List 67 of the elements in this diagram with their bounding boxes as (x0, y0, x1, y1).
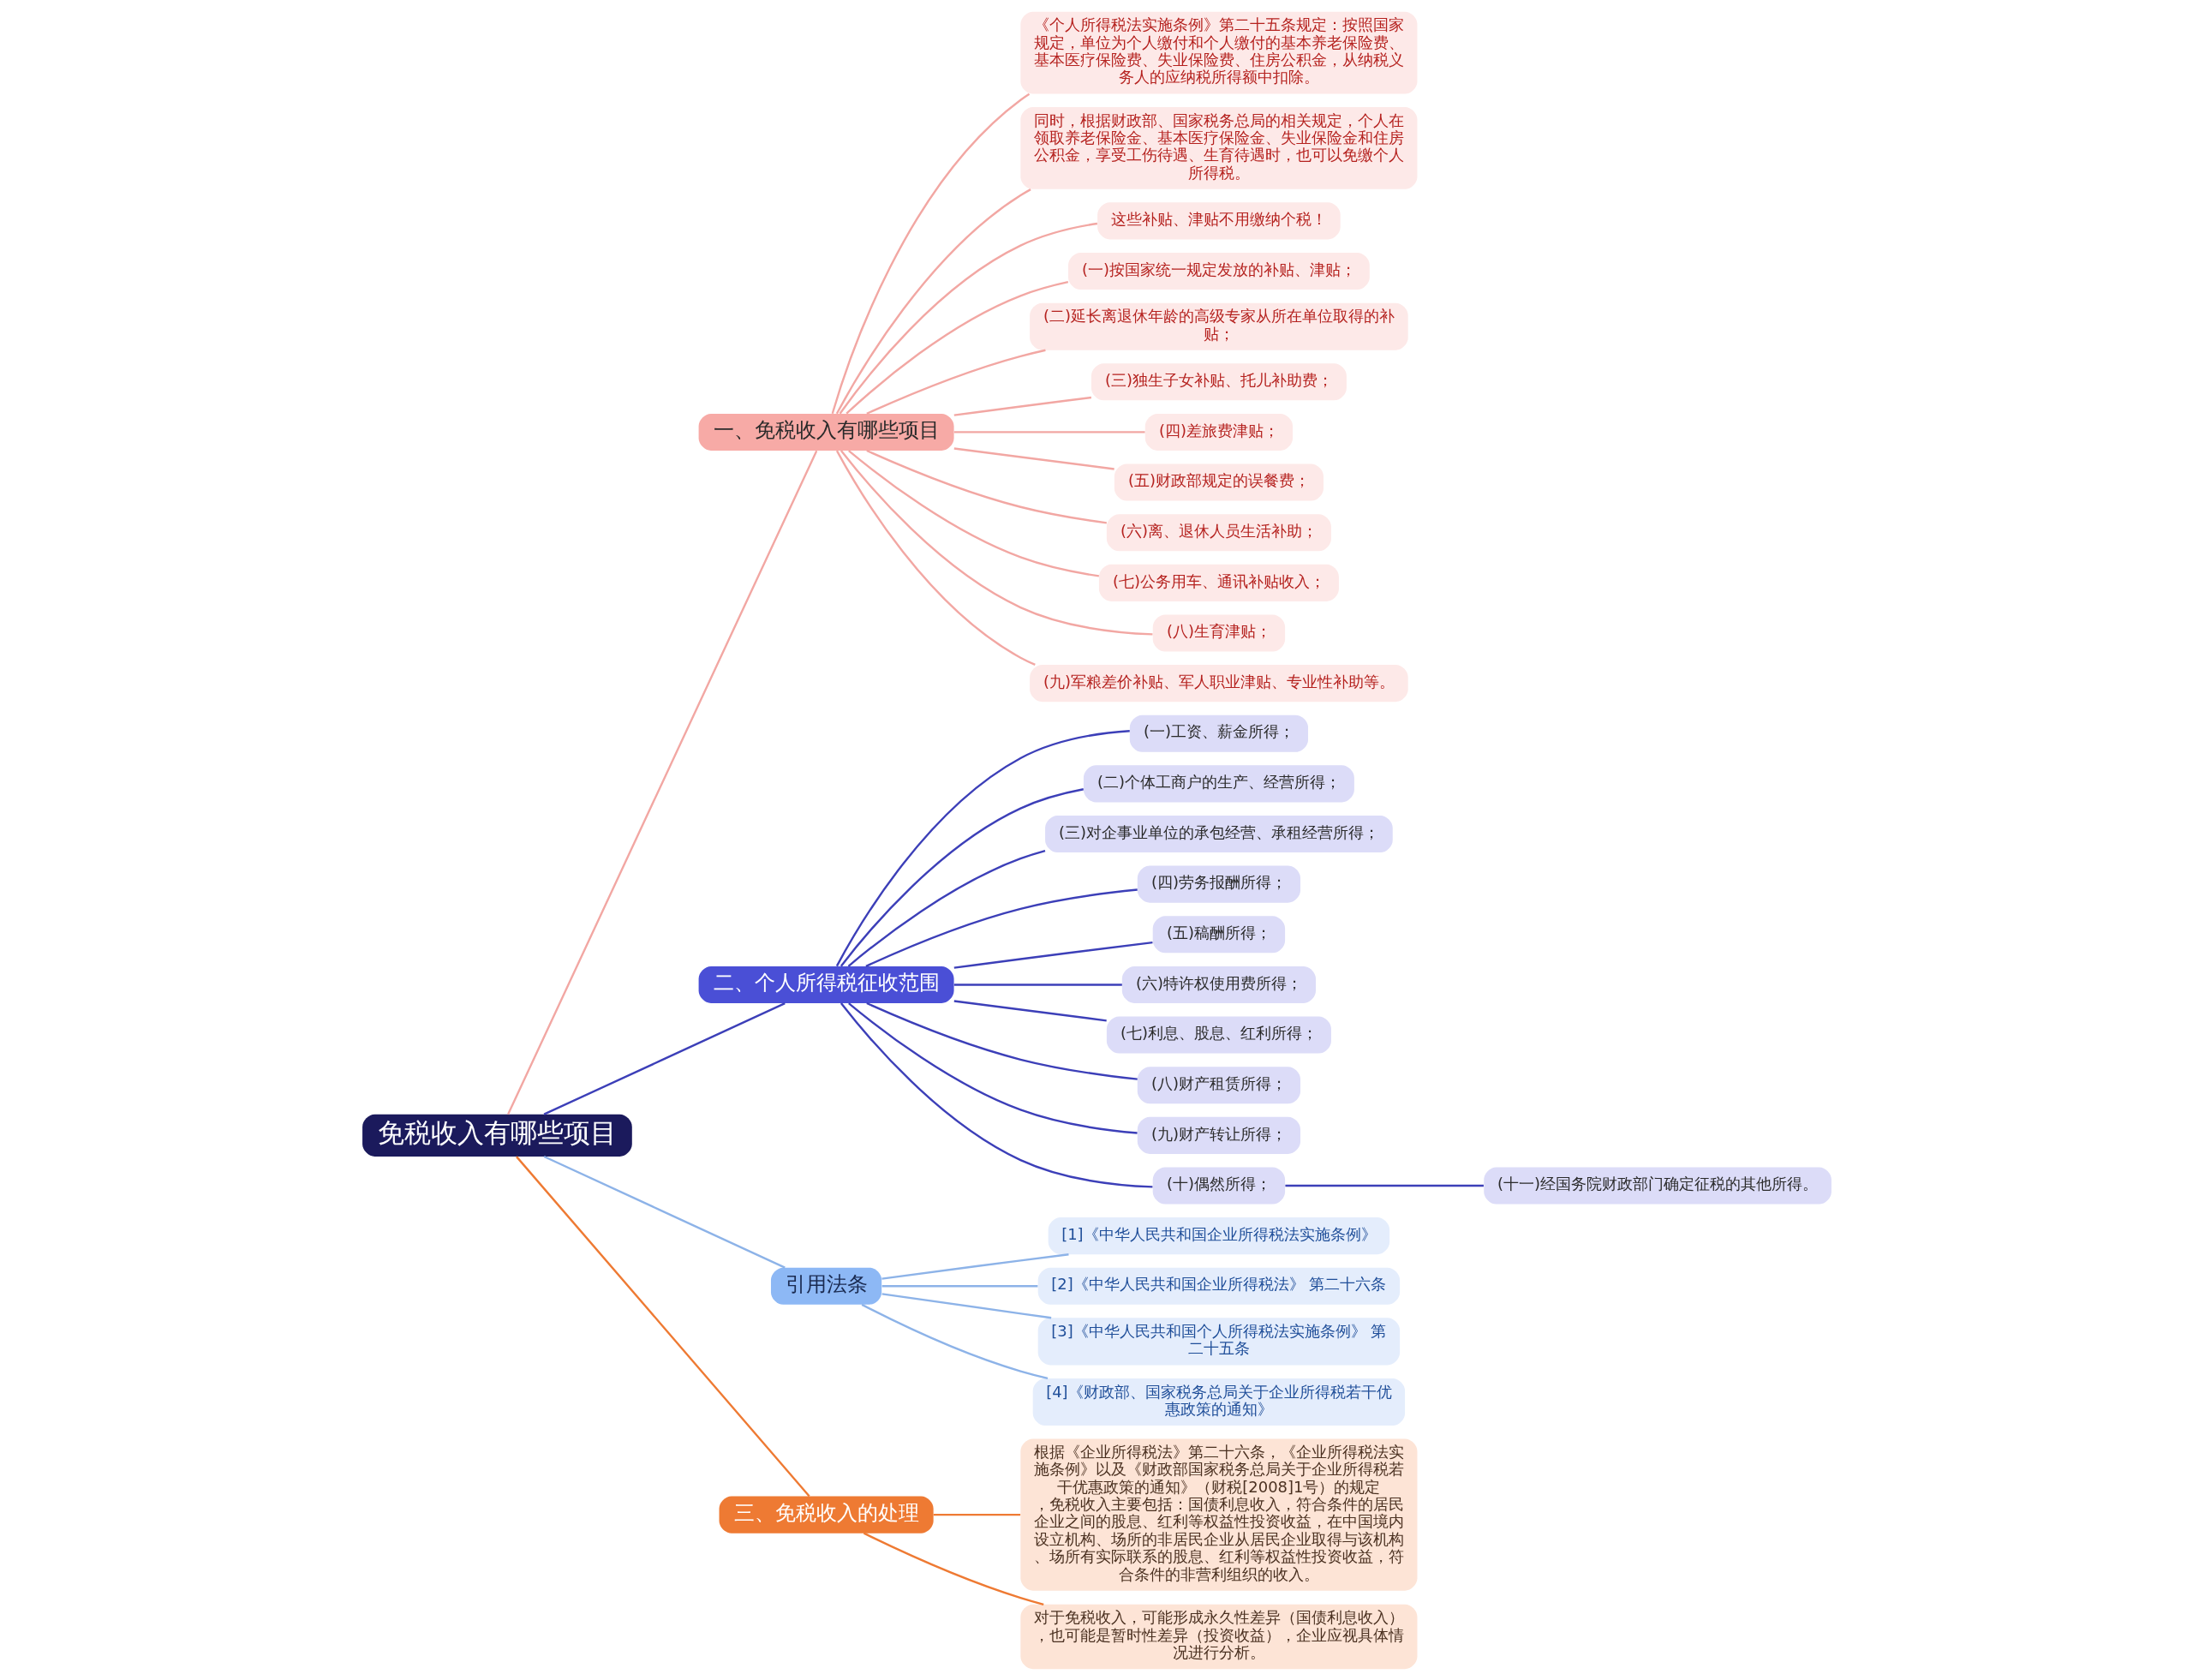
node-box: (七)公务用车、通讯补贴收入； (1098, 564, 1339, 601)
node-box: (十一)经国务院财政部门确定征税的其他所得。 (1483, 1166, 1831, 1204)
node-box: (四)劳务报酬所得； (1137, 865, 1300, 903)
connector (835, 188, 1031, 414)
connector (953, 983, 1122, 986)
node-box: [1]《中华人民共和国企业所得税法实施条例》 (1048, 1217, 1389, 1254)
connector (953, 430, 1144, 433)
connector (831, 93, 1030, 414)
connector (847, 849, 1045, 967)
node-box: (五)财政部规定的误餐费； (1114, 463, 1324, 501)
connector (845, 280, 1068, 415)
node-box: (四)差旅费津贴； (1144, 413, 1293, 451)
connector (953, 396, 1091, 416)
connector (861, 1303, 1048, 1379)
node-box: (二)延长离退休年龄的高级专家从所在单位取得的补贴； (1029, 302, 1408, 350)
connector (953, 999, 1107, 1022)
connector (881, 1292, 1051, 1318)
node-box: (九)军粮差价补贴、军人职业津贴、专业性补助等。 (1029, 664, 1408, 702)
connector (865, 349, 1046, 415)
connector (543, 1155, 786, 1269)
connector (835, 450, 1036, 666)
node-box: (八)生育津贴； (1152, 613, 1285, 651)
connector (847, 1001, 1138, 1134)
connector (835, 729, 1130, 966)
connector (865, 1001, 1138, 1080)
node-box: 引用法条 (770, 1267, 881, 1305)
node-box: 这些补贴、津贴不用缴纳个税！ (1096, 201, 1341, 239)
node-box: (八)财产租赁所得； (1137, 1066, 1300, 1103)
node-box: [3]《中华人民共和国个人所得税法实施条例》 第二十五条 (1037, 1317, 1400, 1365)
node-box: 免税收入有哪些项目 (362, 1114, 632, 1157)
connector (863, 1532, 1044, 1605)
connector (1284, 1184, 1484, 1187)
connector (839, 222, 1097, 414)
node-box: (一)按国家统一规定发放的补贴、津贴； (1067, 252, 1370, 290)
node-box: (九)财产转让所得； (1137, 1116, 1300, 1154)
connector (506, 450, 817, 1115)
node-box: 一、免税收入有哪些项目 (698, 413, 954, 451)
connector (865, 449, 1107, 524)
connector (933, 1513, 1020, 1516)
connector (953, 941, 1153, 969)
node-box: [2]《中华人民共和国企业所得税法》 第二十六条 (1037, 1267, 1400, 1305)
connector (881, 1284, 1037, 1287)
connector (840, 787, 1084, 966)
connector (840, 449, 1152, 636)
node-box: (十)偶然所得； (1152, 1166, 1285, 1204)
node-box: 三、免税收入的处理 (719, 1496, 934, 1534)
connector (515, 1155, 810, 1497)
node-box: (二)个体工商户的生产、经营所得； (1083, 764, 1354, 802)
node-box: (三)独生子女补贴、托儿补助费； (1091, 362, 1347, 400)
connector (840, 1001, 1152, 1188)
node-box: (六)离、退休人员生活补助； (1106, 513, 1331, 551)
node-box: (七)利息、股息、红利所得； (1106, 1016, 1331, 1054)
node-box: 《个人所得税法实施条例》第二十五条规定：按照国家规定，单位为个人缴付和个人缴付的基本养老保险费、基本医疗保险费、失业保险费、住房公积金，从纳税义务人的应纳税所得额中扣除。 (1019, 11, 1417, 93)
node-box: (三)对企事业单位的承包经营、承租经营所得； (1044, 815, 1393, 852)
node-box: 根据《企业所得税法》第二十六条，《企业所得税法实施条例》以及《财政部国家税务总局关于企业所得税若干优惠政策的通知》（财税[2008]1号）的规定，免税收入主要包括：国债利息收入，符合条件的居民企业之间的股息、红利等权益性投资收益，在中国境内设立机构、场所的非居民企业从居民企业取得与该机构、场所有实际联系的股息、红利等权益性投资收益，符合条件的非营利组织的收入。 (1019, 1438, 1417, 1591)
node-box: 同时，根据财政部、国家税务总局的相关规定，个人在领取养老保险金、基本医疗保险金、失业保险金和住房公积金，享受工伤待遇、生育待遇时，也可以免缴个人所得税。 (1019, 106, 1417, 189)
connector (881, 1253, 1069, 1280)
node-box: 二、个人所得税征收范围 (698, 966, 954, 1003)
connector (543, 1001, 786, 1115)
node-box: (六)特许权使用费所得； (1121, 966, 1316, 1003)
node-box: [4]《财政部、国家税务总局关于企业所得税若干优惠政策的通知》 (1032, 1378, 1405, 1426)
node-box: (五)稿酬所得； (1152, 915, 1285, 953)
connector (847, 449, 1099, 577)
node-box: (一)工资、薪金所得； (1129, 714, 1308, 752)
connector (864, 888, 1138, 967)
node-box: 对于免税收入，可能形成永久性差异（国债利息收入），也可能是暂时性差异（投资收益），企业应视具体情况进行分析。 (1019, 1604, 1417, 1669)
connector (953, 446, 1114, 470)
